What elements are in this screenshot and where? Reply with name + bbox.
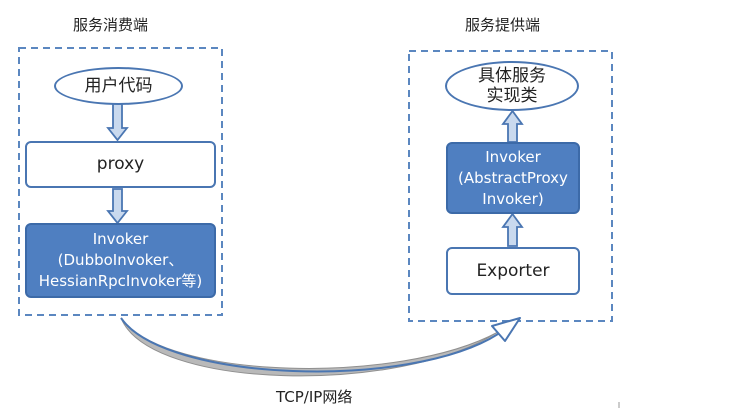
- user-code-node: 用户代码: [54, 67, 183, 105]
- consumer-invoker-line2: (DubboInvoker、: [57, 251, 184, 269]
- network-curve-shadow: [120, 317, 499, 377]
- consumer-title: 服务消费端: [73, 16, 149, 34]
- service-impl-node: 具体服务 实现类: [445, 61, 579, 111]
- provider-title: 服务提供端: [465, 16, 541, 34]
- consumer-invoker-line1: Invoker: [92, 230, 149, 248]
- user-code-label: 用户代码: [84, 75, 153, 96]
- arrow-proxy-to-invoker: [106, 188, 129, 225]
- consumer-frame: [18, 47, 223, 316]
- exporter-node: Exporter: [446, 247, 580, 295]
- arrow-invoker-to-impl: [501, 109, 524, 143]
- provider-invoker-node: Invoker (AbstractProxy Invoker): [446, 142, 580, 214]
- network-label: TCP/IP网络: [276, 388, 353, 406]
- network-arrowhead: [491, 317, 521, 342]
- consumer-invoker-node: Invoker (DubboInvoker、 HessianRpcInvoker…: [25, 223, 216, 298]
- exporter-label: Exporter: [476, 260, 550, 281]
- network-curve: [120, 317, 499, 373]
- proxy-node: proxy: [25, 141, 216, 188]
- arrow-exporter-to-invoker: [501, 212, 524, 247]
- proxy-label: proxy: [96, 154, 145, 174]
- service-impl-line2: 实现类: [486, 86, 538, 106]
- consumer-invoker-line3: HessianRpcInvoker等): [38, 272, 203, 290]
- provider-invoker-line2: (AbstractProxy: [458, 168, 568, 187]
- provider-invoker-line1: Invoker: [485, 147, 541, 166]
- arrow-usercode-to-proxy: [106, 101, 129, 142]
- service-impl-line1: 具体服务: [478, 66, 546, 86]
- provider-frame: [408, 50, 613, 322]
- provider-invoker-line3: Invoker): [482, 189, 544, 208]
